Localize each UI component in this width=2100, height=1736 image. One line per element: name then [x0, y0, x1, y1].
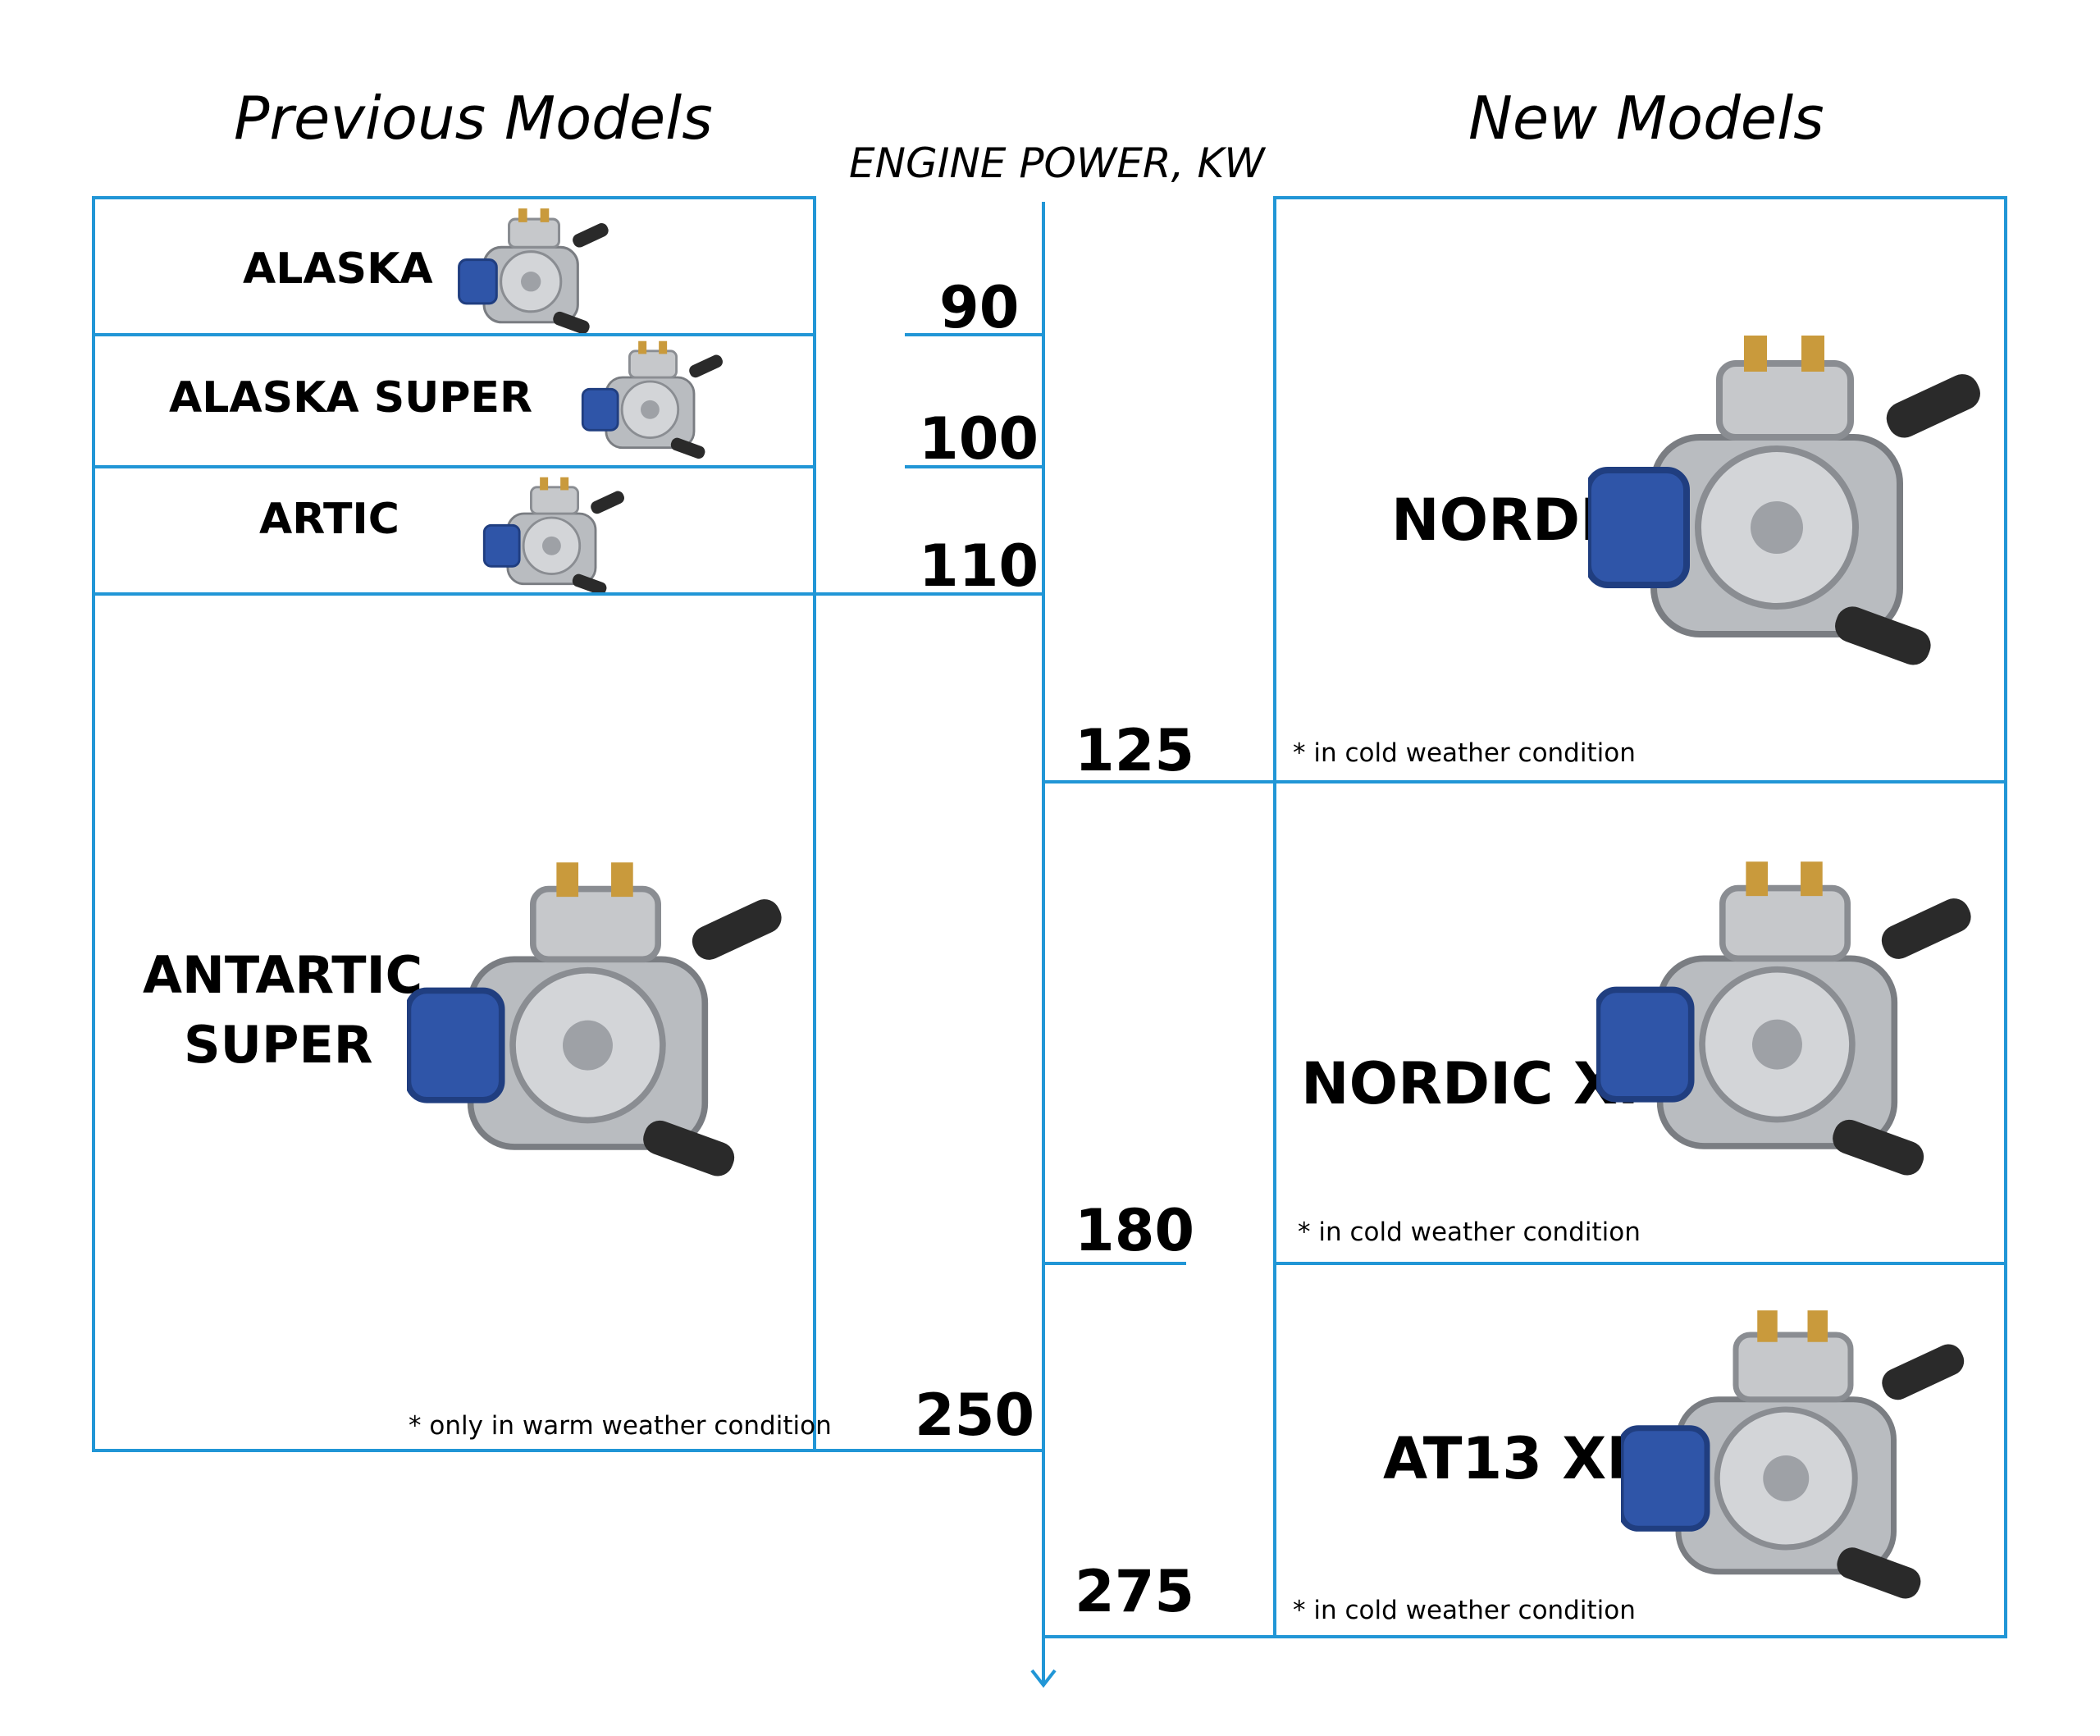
reducer-photo	[1588, 322, 1982, 667]
model-box-alaska-super: ALASKA SUPER	[92, 333, 816, 468]
model-box-at13-xp: AT13 XP * in cold weather condition	[1273, 1262, 2007, 1638]
tick-line-110	[816, 592, 1045, 596]
tick-line-125	[1042, 780, 1276, 783]
model-box-nordic: NORDIC * in cold weather condition	[1273, 196, 2007, 783]
at13-xp-note: * in cold weather condition	[1293, 1596, 1636, 1625]
reducer-photo	[458, 207, 612, 335]
tick-label-110: 110	[919, 532, 1039, 600]
model-box-alaska: ALASKA	[92, 196, 816, 336]
tick-label-180: 180	[1075, 1197, 1195, 1264]
model-name-antartic-super-line1: ANTARTIC	[143, 945, 423, 1005]
model-name-alaska-super: ALASKA SUPER	[169, 373, 533, 423]
axis-arrow-icon	[1030, 1669, 1057, 1688]
model-name-antartic-super-line2: SUPER	[184, 1015, 373, 1075]
reducer-photo	[1596, 849, 1974, 1177]
tick-label-90: 90	[939, 274, 1020, 341]
nordic-xp-note: * in cold weather condition	[1298, 1217, 1641, 1247]
reducer-photo	[1621, 1298, 1965, 1601]
reducer-photo	[482, 476, 628, 596]
tick-label-250: 250	[915, 1382, 1035, 1449]
model-box-artic: ARTIC	[92, 465, 816, 596]
nordic-note: * in cold weather condition	[1293, 738, 1636, 768]
tick-line-180	[1042, 1262, 1186, 1265]
model-name-artic: ARTIC	[259, 495, 399, 544]
axis-title: ENGINE POWER, KW	[849, 139, 1265, 187]
model-name-alaska: ALASKA	[243, 244, 433, 294]
tick-line-250	[808, 1449, 1045, 1452]
model-box-nordic-xp: NORDIC XP * in cold weather condition	[1273, 780, 2007, 1265]
tick-label-100: 100	[919, 405, 1039, 473]
reducer-photo	[581, 340, 726, 459]
tick-label-275: 275	[1075, 1558, 1195, 1625]
tick-label-125: 125	[1075, 717, 1195, 784]
tick-line-100	[905, 465, 1045, 468]
reducer-photo	[407, 850, 784, 1178]
new-models-title: New Models	[1468, 84, 1824, 153]
model-name-at13-xp: AT13 XP	[1383, 1425, 1649, 1492]
model-box-antartic-super: ANTARTIC SUPER * only in warm weather co…	[92, 592, 832, 1452]
antartic-super-note: * only in warm weather condition	[409, 1411, 832, 1441]
previous-models-title: Previous Models	[234, 84, 713, 153]
tick-line-90	[905, 333, 1045, 336]
tick-line-275	[1042, 1635, 1276, 1638]
power-axis	[1042, 202, 1045, 1683]
